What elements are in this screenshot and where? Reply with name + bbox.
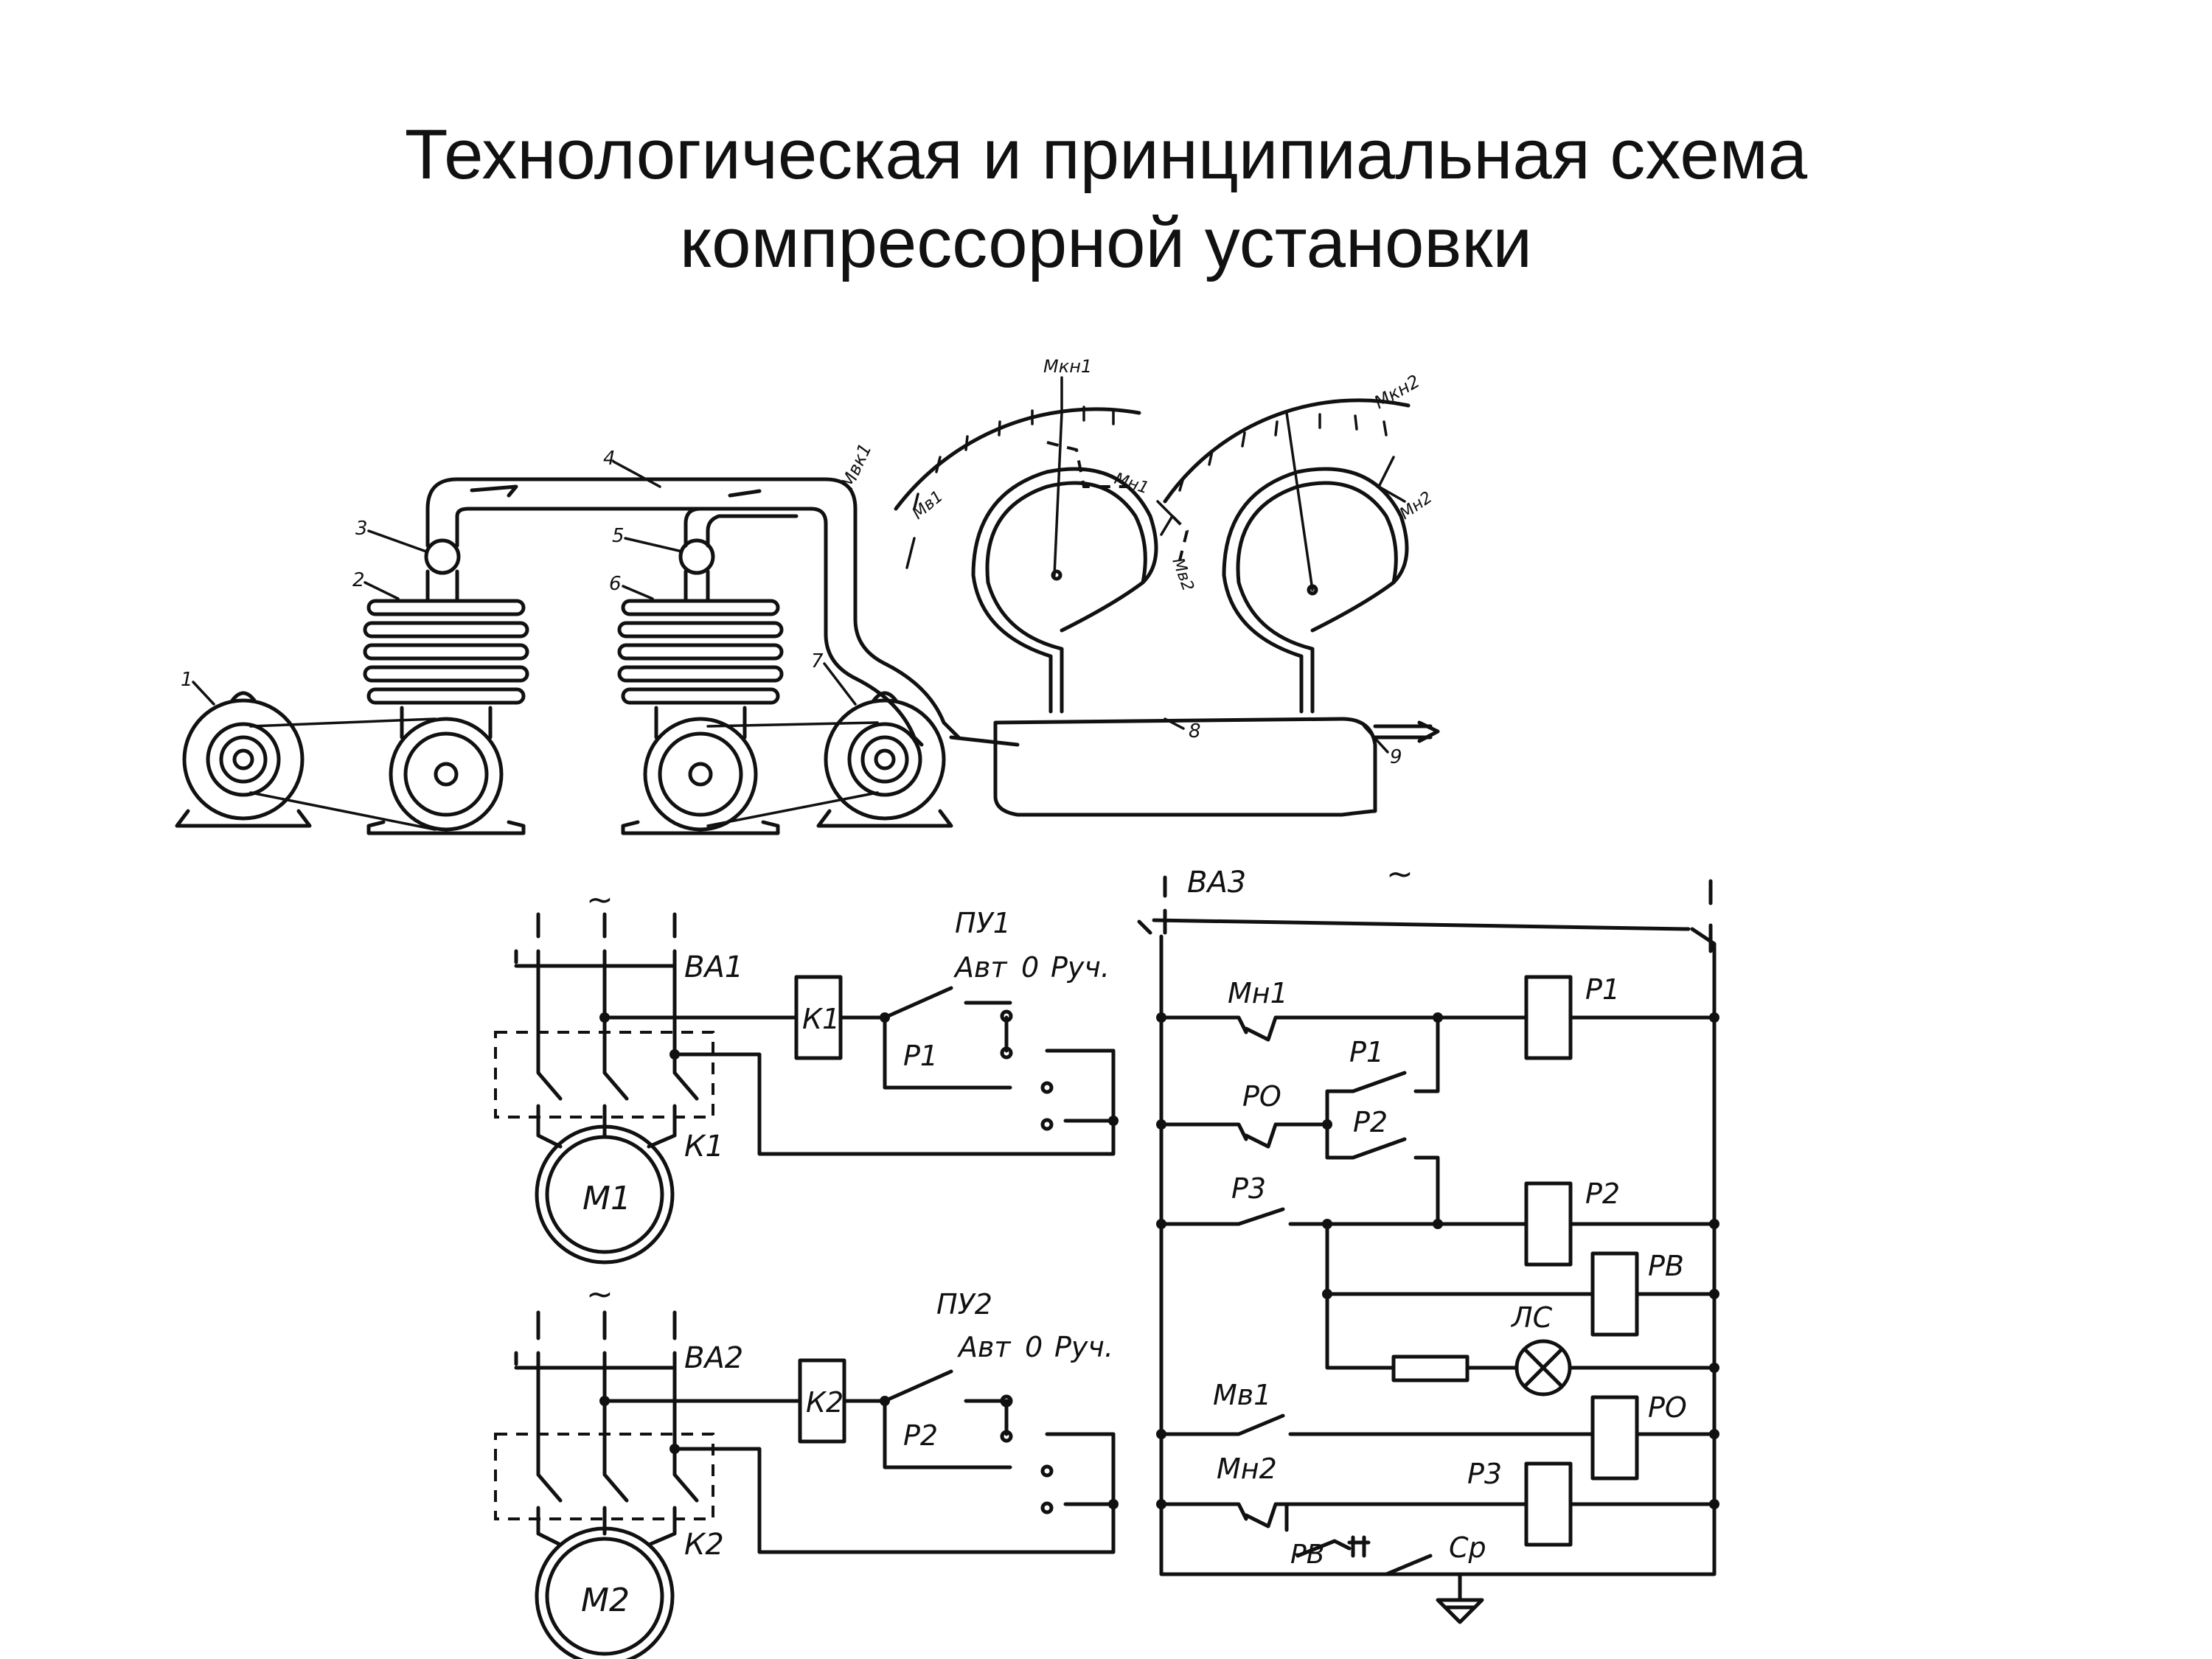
pipe-manifold: [425, 477, 961, 747]
motor-m2: М2: [581, 1582, 630, 1619]
callout-5: 5: [612, 525, 625, 547]
coil-p2-label: Р2: [1585, 1178, 1620, 1210]
check-valve-5: [678, 538, 715, 575]
technological-scheme: 1 2 3 4 5 6 7 8 9 Мкн1 Мвк1 Мв1 Мн1 Мв2 …: [175, 356, 1440, 835]
callout-9: 9: [1390, 746, 1402, 768]
pressure-gauge-2: [1163, 398, 1411, 714]
callout-3: 3: [355, 518, 368, 540]
signal-lamp: [1514, 1339, 1572, 1397]
coil-rv-label: РВ: [1648, 1250, 1684, 1282]
switch-pu2-auto: Авт: [956, 1331, 1012, 1363]
switch-pu2-off: 0: [1025, 1331, 1043, 1363]
switch-pu1-off: 0: [1021, 951, 1039, 984]
callout-1: 1: [181, 669, 193, 691]
switch-pu1-manual: Руч.: [1051, 951, 1110, 984]
contact-mv1: Мв1: [1213, 1379, 1271, 1411]
pressure-gauge-1: [894, 406, 1175, 714]
compressor-6: [617, 569, 784, 835]
callout-8: 8: [1189, 720, 1201, 742]
receiver-8: [949, 717, 1440, 817]
coil-r3: [1524, 1461, 1573, 1547]
contact-ro: РО: [1242, 1080, 1281, 1113]
circuit2-supply: ~: [586, 1276, 613, 1313]
switch-pu2-manual: Руч.: [1054, 1331, 1113, 1363]
gauge1-arc-label: Мвк1: [837, 440, 876, 492]
motor-m2-symbol: [535, 1526, 675, 1659]
control-supply: ~: [1386, 855, 1413, 893]
gauge1-label: Мкн1: [1043, 356, 1092, 377]
check-valve-3: [424, 538, 461, 575]
callout-6: 6: [609, 573, 622, 595]
title-line-2: компрессорной установки: [679, 204, 1533, 282]
contact-p1: Р1: [1349, 1036, 1384, 1068]
contactor-k2-contacts: К2: [684, 1528, 724, 1562]
title-line-1: Технологическая и принципиальная схема: [404, 115, 1808, 194]
coil-p2: [1524, 1181, 1573, 1267]
coil-p1-label: Р1: [1585, 973, 1620, 1006]
coil-rv: [1590, 1251, 1639, 1337]
page-title: Технологическая и принципиальная схема к…: [0, 111, 2212, 288]
compressor-2: [363, 569, 529, 835]
contact-r3: Р3: [1231, 1172, 1266, 1205]
coil-p1: [1524, 975, 1573, 1060]
breaker-va1: ВА1: [684, 950, 743, 984]
callout-2: 2: [352, 569, 365, 591]
circuit1-supply: ~: [586, 881, 613, 919]
gauge2-label: Мкн2: [1371, 371, 1423, 413]
coil-k2-label: К2: [806, 1386, 844, 1419]
switch-pu1-auto: Авт: [953, 951, 1008, 984]
lamp-label: ЛС: [1510, 1301, 1553, 1334]
coil-r3-label: Р3: [1467, 1458, 1502, 1490]
motor-1: [175, 691, 437, 831]
relay-contact-p2: Р2: [903, 1419, 938, 1452]
contact-mn2: Мн2: [1217, 1453, 1277, 1485]
lamp-resistor: [1391, 1354, 1470, 1382]
contact-mn1: Мн1: [1228, 977, 1288, 1009]
drain-valve-sp: Ср: [1449, 1531, 1486, 1564]
gauge2-pointer-lo: Мв2: [1168, 556, 1197, 594]
coil-ro: [1590, 1395, 1639, 1481]
contact-p2: Р2: [1353, 1106, 1388, 1138]
motor-m1: М1: [582, 1180, 631, 1217]
control-circuit: ВА3 ~ Р1 Мн1 РО Р1 Р2 Р2 Р3: [1137, 855, 1719, 1624]
power-circuit-2: ~ ВА2 К2 М2 К2 Р2 ПУ2 Авт 0 Руч.: [494, 1276, 1119, 1659]
breaker-va2: ВА2: [684, 1341, 743, 1375]
gauge1-pointer-lo: Мв1: [909, 487, 947, 524]
switch-pu1: ПУ1: [955, 907, 1011, 939]
power-circuit-1: ~ ВА1 К1 М1 К1 Р1 ПУ1 Авт 0 Руч.: [494, 881, 1119, 1265]
coil-ro-label: РО: [1648, 1391, 1687, 1424]
contact-rv: РВ: [1290, 1540, 1324, 1570]
callout-7: 7: [811, 650, 824, 672]
callout-labels: 1 2 3 4 5 6 7 8 9: [181, 448, 1402, 768]
breaker-va3: ВА3: [1187, 866, 1246, 900]
callout-4: 4: [603, 448, 616, 470]
switch-pu2: ПУ2: [936, 1288, 992, 1321]
contactor-k1-contacts: К1: [684, 1130, 724, 1164]
coil-k1-label: К1: [802, 1003, 840, 1035]
gauge1-pointer-hi: Мн1: [1112, 470, 1151, 498]
relay-contact-p1: Р1: [903, 1040, 938, 1072]
motor-m1-symbol: [535, 1124, 675, 1265]
motor-7: [706, 691, 953, 828]
